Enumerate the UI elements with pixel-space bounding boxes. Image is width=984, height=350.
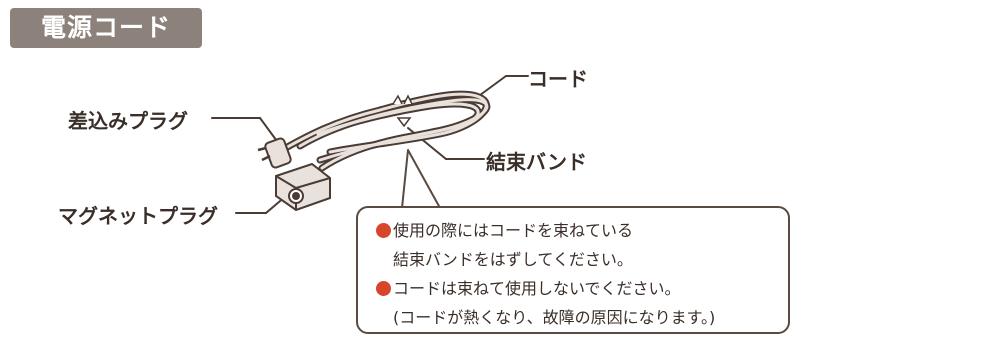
magnet-plug [275, 162, 331, 212]
notice-item-continuation: (コードが熱くなり、故障の原因になります。) [376, 303, 778, 332]
notice-text: コードは束ねて使用しないでください。 [393, 279, 681, 298]
notice-item-continuation: 結束バンドをはずしてください。 [376, 245, 778, 274]
notice-item: コードは束ねて使用しないでください。 [376, 274, 778, 303]
notice-text: 結束バンドをはずしてください。 [393, 250, 633, 269]
cord-label: コード [528, 67, 588, 91]
notice-text: (コードが熱くなり、故障の原因になります。) [393, 308, 716, 327]
notice-text: 使用の際にはコードを束ねている [393, 221, 634, 240]
binding-band [392, 94, 413, 128]
magnet-plug-label: マグネットプラグ [58, 204, 218, 228]
binding-band-label: 結束バンド [486, 150, 587, 174]
plug [257, 137, 292, 169]
bullet-icon [376, 281, 391, 296]
plug-label: 差込みプラグ [68, 109, 188, 133]
notice-box: 使用の際にはコードを束ねている 結束バンドをはずしてください。 コードは束ねて使… [356, 206, 790, 334]
section-title: 電源コード [10, 8, 202, 48]
notice-item: 使用の際にはコードを束ねている [376, 216, 778, 245]
bullet-icon [376, 223, 391, 238]
